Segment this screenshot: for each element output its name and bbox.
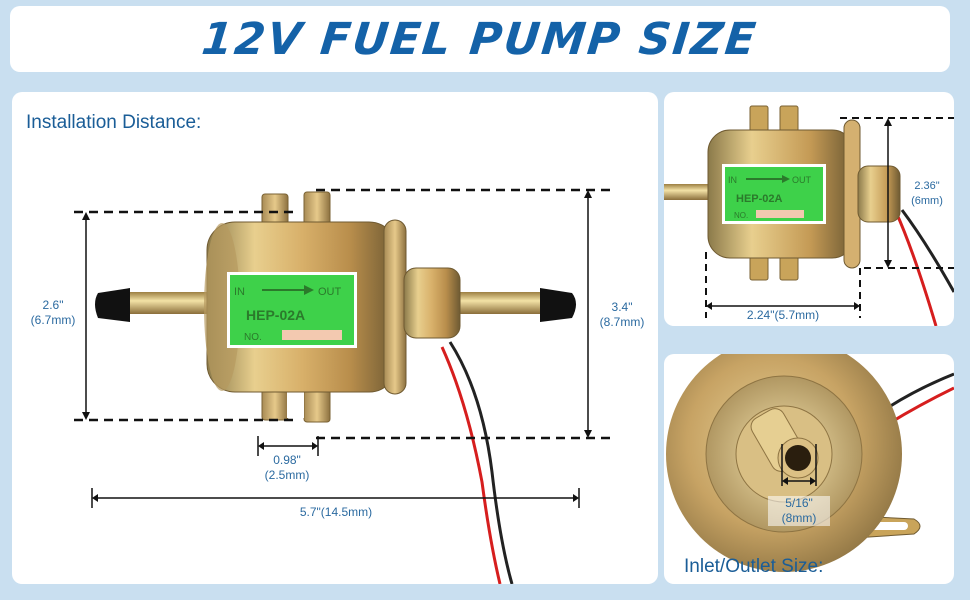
mount-width-label: 0.98" (2.5mm) <box>252 453 322 483</box>
installation-distance-heading: Installation Distance: <box>26 112 202 133</box>
nozzle-size-label: 5/16" (8mm) <box>768 496 830 526</box>
nozzle-size-inch: 5/16" <box>785 496 813 510</box>
main-label-out: OUT <box>318 286 342 298</box>
flange-height-mm: (6mm) <box>911 195 943 207</box>
flange-height-label: 2.36" (6mm) <box>900 179 954 209</box>
side-label-serial: NO. <box>734 211 748 220</box>
side-label-out: OUT <box>792 175 812 185</box>
body-height-mm: (6.7mm) <box>30 313 76 327</box>
inlet-outlet-heading: Inlet/Outlet Size: <box>684 556 824 577</box>
total-height-mm: (8.7mm) <box>599 315 645 329</box>
nozzle-size-mm: (8mm) <box>781 511 817 525</box>
total-height-label: 3.4" (8.7mm) <box>588 300 656 330</box>
body-height-inch: 2.6" <box>42 298 64 312</box>
inlet-outlet-panel: 5/16" (8mm) Inlet/Outlet Size: <box>664 354 954 584</box>
side-label-model: HEP-02A <box>736 193 783 205</box>
pump-nozzle-illustration <box>666 354 954 572</box>
main-label-model: HEP-02A <box>246 307 305 323</box>
mount-width-mm: (2.5mm) <box>264 468 310 482</box>
installation-distance-panel: IN OUT HEP-02A NO. Installation Distance… <box>12 92 658 584</box>
pump-front-illustration: IN OUT HEP-02A NO. <box>74 188 612 584</box>
main-label-serial: NO. <box>244 332 262 343</box>
total-length-label: 5.7"(14.5mm) <box>299 505 373 519</box>
total-height-inch: 3.4" <box>611 300 633 314</box>
side-label-in: IN <box>728 175 737 185</box>
body-depth-label: 2.24"(5.7mm) <box>746 308 820 322</box>
flange-height-inch: 2.36" <box>914 180 940 192</box>
side-view-panel: IN OUT HEP-02A NO. 2.36" (6mm) 2.24"(5.7… <box>664 92 954 326</box>
pump-side-illustration: IN OUT HEP-02A NO. <box>664 105 954 326</box>
title-banner: 12V FUEL PUMP SIZE <box>10 6 950 72</box>
main-label-in: IN <box>234 286 245 298</box>
mount-width-inch: 0.98" <box>273 453 301 467</box>
banner-title: 12V FUEL PUMP SIZE <box>199 13 761 65</box>
body-height-label: 2.6" (6.7mm) <box>18 298 88 328</box>
